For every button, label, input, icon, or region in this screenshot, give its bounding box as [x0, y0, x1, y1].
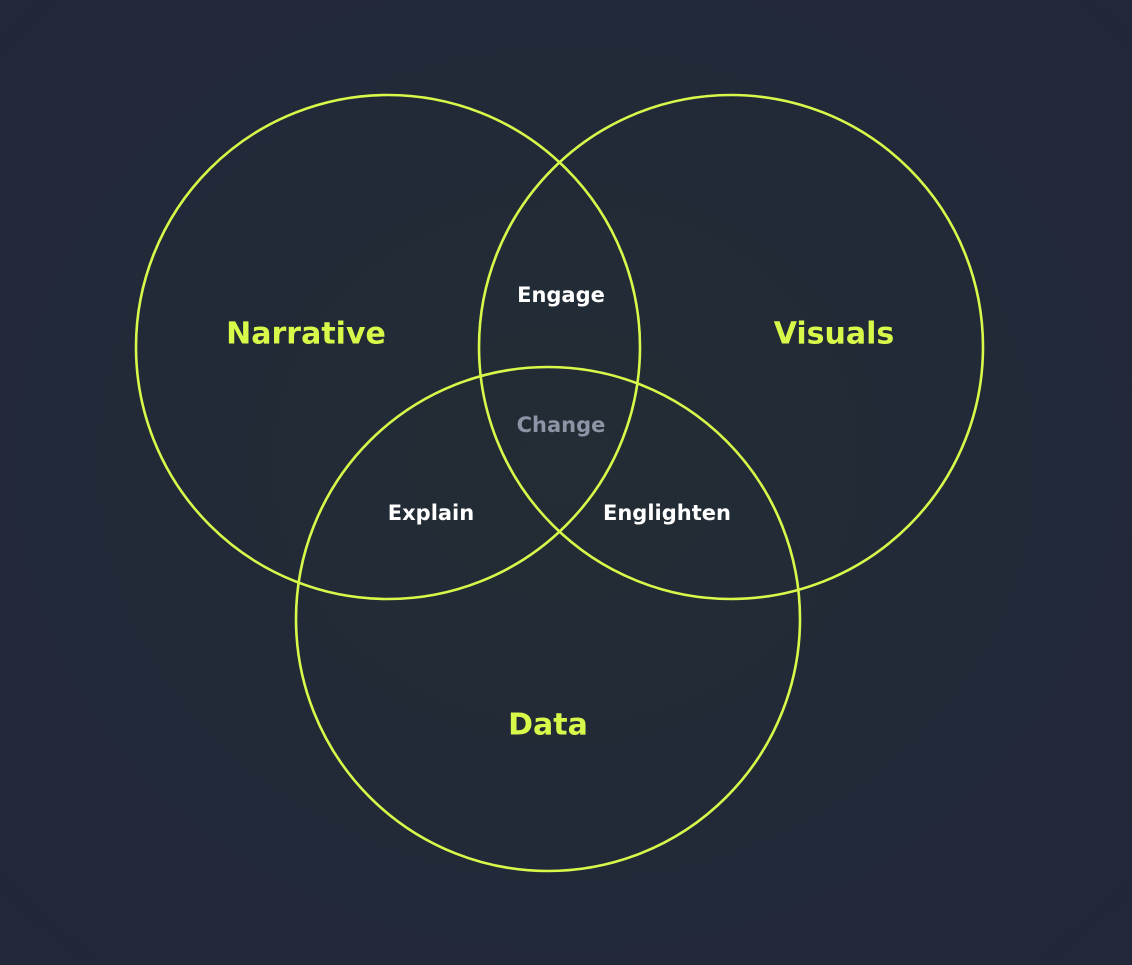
visuals-circle	[477, 93, 985, 601]
explain-label: Explain	[388, 501, 474, 525]
data-label: Data	[508, 708, 588, 743]
engage-label: Engage	[517, 283, 605, 307]
narrative-circle	[134, 93, 642, 601]
visuals-label: Visuals	[774, 317, 895, 352]
englighten-label: Englighten	[603, 501, 731, 525]
narrative-label: Narrative	[226, 317, 386, 352]
data-circle	[294, 365, 802, 873]
change-label: Change	[517, 413, 606, 437]
